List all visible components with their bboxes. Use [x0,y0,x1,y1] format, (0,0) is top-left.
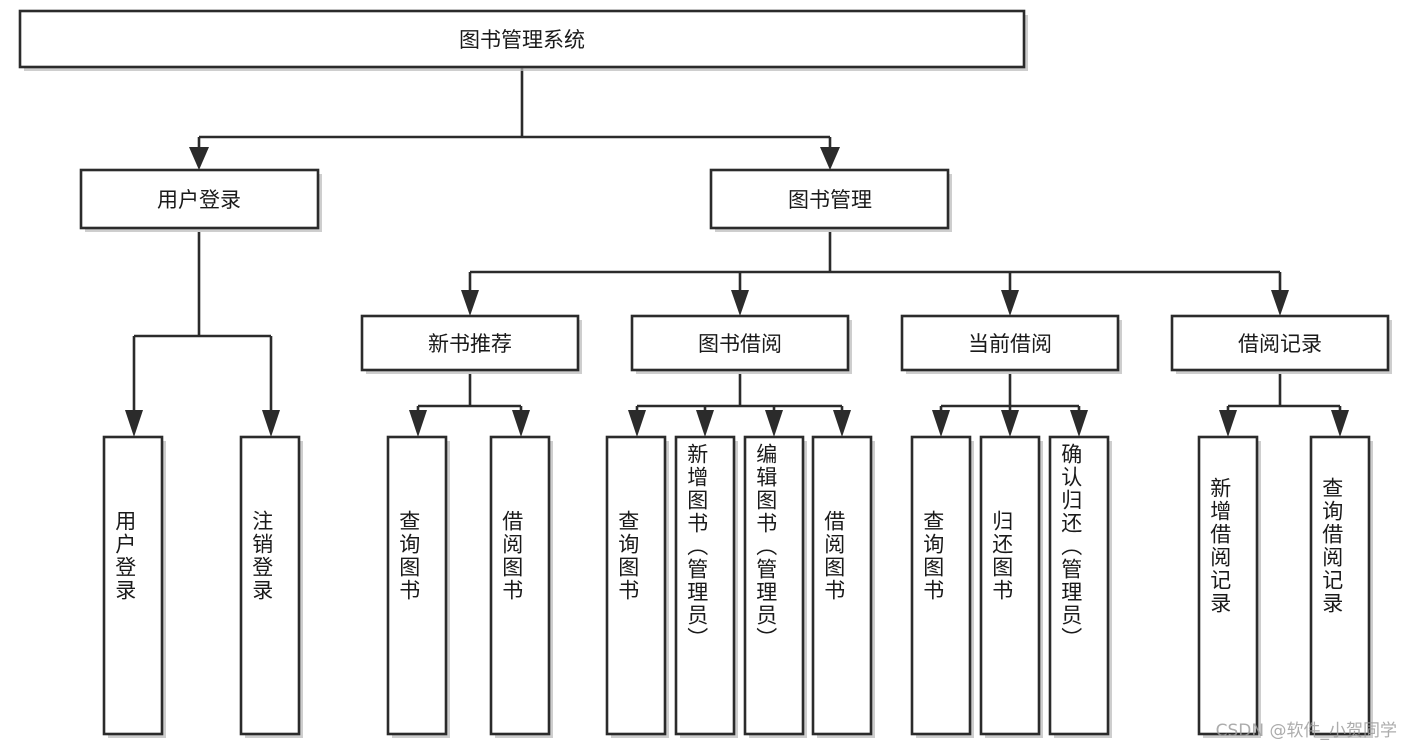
connector-newbook-to-leaves [409,374,530,437]
box-outline [900,314,1120,372]
node-label: 当前借阅 [968,332,1052,356]
box-outline [979,435,1041,736]
arrow-head-icon [731,290,749,316]
node-label: 新书推荐 [428,332,512,356]
node-new-book-recommend[interactable]: 新书推荐 [360,314,582,374]
connector-borrowrecord-to-leaves [1219,374,1349,437]
arrow-head-icon [189,147,209,170]
node-label: 图书管理系统 [459,28,585,52]
box-outline [239,435,301,736]
arrow-head-icon [1271,290,1289,316]
box-outline [743,435,805,736]
arrow-head-icon [1070,410,1088,437]
box-outline [1197,435,1259,736]
leaf-node-query-book-borrow[interactable] [605,435,669,738]
box-outline [1170,314,1390,372]
connector-root-to-level2 [189,67,840,170]
leaf-node-add-book-admin[interactable] [674,435,738,738]
box-outline [489,435,551,736]
arrow-head-icon [696,410,714,437]
arrow-head-icon [512,410,530,437]
leaf-node-borrow-book-recommend[interactable] [489,435,553,738]
leaf-node-user-login-action[interactable] [102,435,166,738]
node-current-borrow[interactable]: 当前借阅 [900,314,1122,374]
box-outline [79,168,320,230]
connector-userlogin-to-leaves [125,232,280,437]
connector-bookborrow-to-leaves [628,374,851,437]
node-label: 用户登录 [157,188,241,212]
box-outline [360,314,580,372]
arrow-head-icon [628,410,646,437]
leaf-node-query-book-current[interactable] [910,435,974,738]
arrow-head-icon [409,410,427,437]
connector-currentborrow-to-leaves [932,374,1088,437]
box-outline [102,435,164,736]
arrow-head-icon [1001,290,1019,316]
node-borrow-record[interactable]: 借阅记录 [1170,314,1392,374]
node-label: 图书管理 [788,188,872,212]
box-outline [811,435,873,736]
arrow-head-icon [1331,410,1349,437]
leaf-node-borrow-book[interactable] [811,435,875,738]
arrow-head-icon [125,410,143,437]
arrow-head-icon [820,147,840,170]
box-outline [1309,435,1371,736]
box-outline [605,435,667,736]
leaf-node-add-borrow-record[interactable] [1197,435,1261,738]
leaf-node-query-book-recommend[interactable] [386,435,450,738]
leaf-node-edit-book-admin[interactable] [743,435,807,738]
leaf-node-return-book[interactable] [979,435,1043,738]
box-outline [910,435,972,736]
node-book-borrow[interactable]: 图书借阅 [630,314,852,374]
node-book-management[interactable]: 图书管理 [709,168,952,232]
box-outline [709,168,950,230]
box-outline [1048,435,1110,736]
box-outline [18,9,1026,69]
arrow-head-icon [461,290,479,316]
node-root-system[interactable]: 图书管理系统 [18,9,1028,71]
watermark-text: CSDN @软件_小贺同学 [1215,721,1397,741]
box-outline [386,435,448,736]
arrow-head-icon [932,410,950,437]
node-user-login[interactable]: 用户登录 [79,168,322,232]
arrow-head-icon [1219,410,1237,437]
leaf-node-confirm-return-admin[interactable] [1048,435,1112,738]
node-label: 借阅记录 [1238,332,1322,356]
connector-bookmgmt-to-level3 [461,232,1289,316]
arrow-head-icon [833,410,851,437]
node-label: 图书借阅 [698,332,782,356]
box-outline [674,435,736,736]
leaf-node-query-borrow-record[interactable] [1309,435,1373,738]
arrow-head-icon [765,410,783,437]
arrow-head-icon [1001,410,1019,437]
arrow-head-icon [262,410,280,437]
leaf-node-logout[interactable] [239,435,303,738]
box-outline [630,314,850,372]
